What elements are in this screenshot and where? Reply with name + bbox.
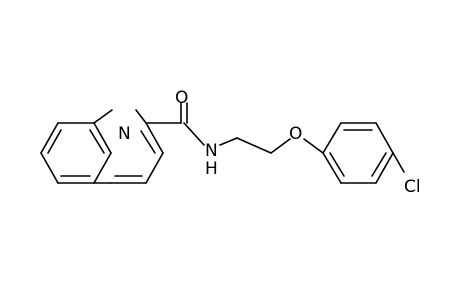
chlorophenyl-ring (303, 122, 405, 184)
ether-oxygen-label: O (289, 124, 302, 144)
quinoline-pyridine-ring (93, 109, 164, 184)
quinoline-benzo-ring (40, 122, 112, 184)
carbonyl-oxygen-label: O (175, 88, 188, 108)
ring-nitrogen-label: N (118, 124, 131, 144)
amide-hydrogen-label: H (205, 159, 218, 179)
ethylene-linker (219, 137, 291, 154)
amide-nitrogen-label: N (205, 141, 218, 161)
chlorine-label: Cl (404, 177, 421, 197)
amide-group (145, 102, 205, 146)
